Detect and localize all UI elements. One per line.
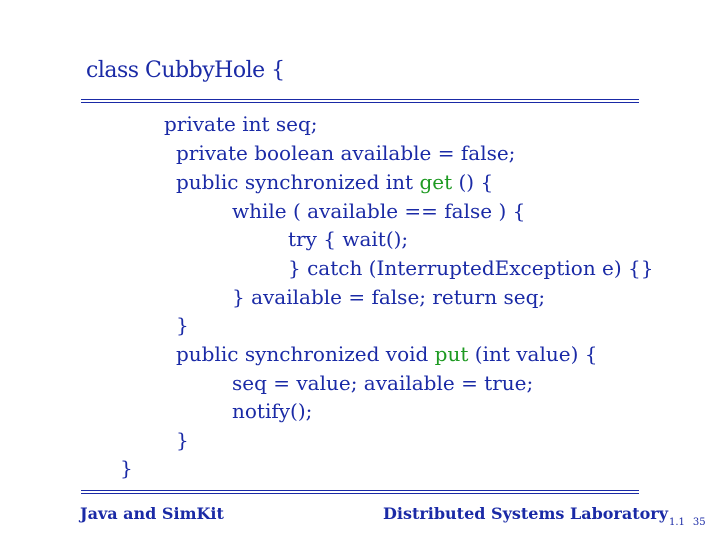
divider-line — [81, 99, 639, 100]
code-line-9: public synchronized void put (int value)… — [176, 342, 597, 366]
code-line-2: private boolean available = false; — [176, 141, 516, 165]
method-name-get: get — [419, 170, 453, 194]
code-text: () { — [452, 170, 494, 194]
code-line-4: while ( available == false ) { — [232, 199, 526, 223]
slide-title: class CubbyHole { — [86, 58, 285, 83]
section-number: 1.1 — [669, 517, 685, 528]
code-line-8: } — [176, 313, 189, 337]
code-line-13: } — [120, 456, 133, 480]
code-line-6: } catch (InterruptedException e) {} — [288, 256, 654, 280]
slide-number: 35 — [692, 517, 706, 528]
code-line-12: } — [176, 428, 189, 452]
code-line-10: seq = value; available = true; — [232, 371, 534, 395]
divider-line — [81, 490, 639, 491]
code-block: private int seq; private boolean availab… — [120, 112, 654, 480]
code-line-3: public synchronized int get () { — [176, 170, 493, 194]
code-text: public synchronized void — [176, 342, 435, 366]
divider-line — [81, 493, 639, 494]
code-text: (int value) { — [468, 342, 598, 366]
code-line-5: try { wait(); — [288, 227, 409, 251]
code-text: public synchronized int — [176, 170, 420, 194]
page-number: 1.1 35 — [669, 517, 706, 528]
code-line-1: private int seq; — [164, 112, 318, 136]
title-divider — [81, 99, 639, 104]
divider-line — [81, 102, 639, 103]
footer-course-title: Java and SimKit — [80, 504, 224, 523]
code-line-11: notify(); — [232, 399, 313, 423]
code-line-7: } available = false; return seq; — [232, 285, 546, 309]
footer-divider — [81, 490, 639, 495]
method-name-put: put — [434, 342, 469, 366]
footer-lab-name: Distributed Systems Laboratory — [383, 504, 669, 523]
